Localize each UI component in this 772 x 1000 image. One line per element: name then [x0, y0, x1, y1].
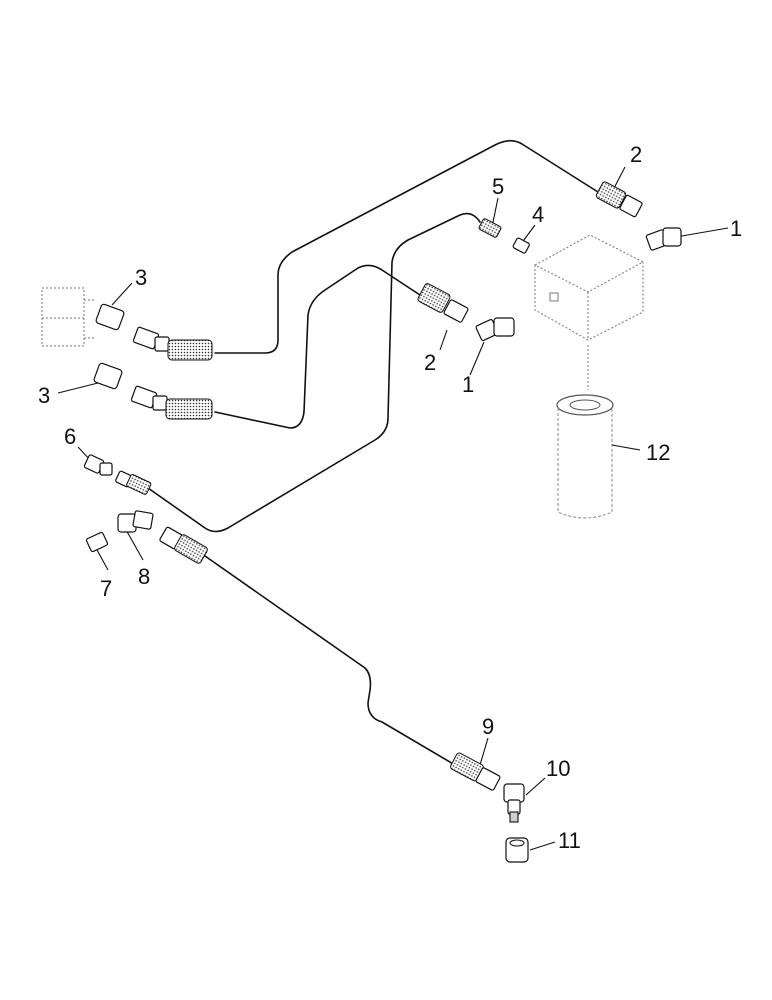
filter-head-block: [533, 234, 645, 341]
hose-end-6: [115, 470, 152, 495]
elbow-fitting-8: [117, 510, 154, 533]
adapter-4: [512, 237, 530, 254]
elbow-fitting-1-middle: [475, 317, 515, 341]
callout-11: 11: [558, 828, 581, 853]
hose-end-bottom-left: [130, 385, 213, 420]
elbow-fitting-6: [83, 454, 113, 476]
callout-8: 8: [138, 564, 150, 589]
leader-lines: [57, 166, 729, 851]
hose-end-2-top: [595, 181, 643, 218]
hose-bottom: [204, 555, 456, 766]
callout-3-bottom: 3: [38, 383, 50, 408]
callout-9: 9: [482, 714, 494, 739]
hose-fitting-6: [147, 212, 481, 533]
adapter-7: [85, 531, 109, 553]
filter-element: [556, 345, 614, 519]
callout-1-middle: 1: [462, 372, 474, 397]
hose-top-right: [214, 139, 599, 354]
adapter-5: [478, 218, 502, 238]
callout-4: 4: [532, 202, 544, 227]
hose-end-2-middle: [417, 283, 469, 323]
adapter-3-top: [95, 303, 125, 331]
valve-bank: [41, 287, 96, 347]
callout-6: 6: [64, 424, 76, 449]
adapter-3-bottom: [93, 362, 123, 390]
elbow-fitting-1-top: [645, 227, 682, 251]
callout-10: 10: [546, 756, 570, 781]
callout-2-top: 2: [630, 142, 642, 167]
callout-5: 5: [492, 174, 504, 199]
hose-end-top-left: [132, 326, 213, 361]
callout-12: 12: [646, 440, 670, 465]
callout-3-top: 3: [135, 265, 147, 290]
hose-end-9: [450, 752, 501, 791]
elbow-fitting-10: [503, 783, 525, 823]
callout-2-middle: 2: [424, 350, 436, 375]
hose-middle: [214, 264, 421, 429]
hose-end-8: [159, 526, 208, 564]
callout-1-top: 1: [730, 216, 742, 241]
cap-nut-11: [505, 837, 529, 863]
callout-7: 7: [100, 576, 112, 601]
